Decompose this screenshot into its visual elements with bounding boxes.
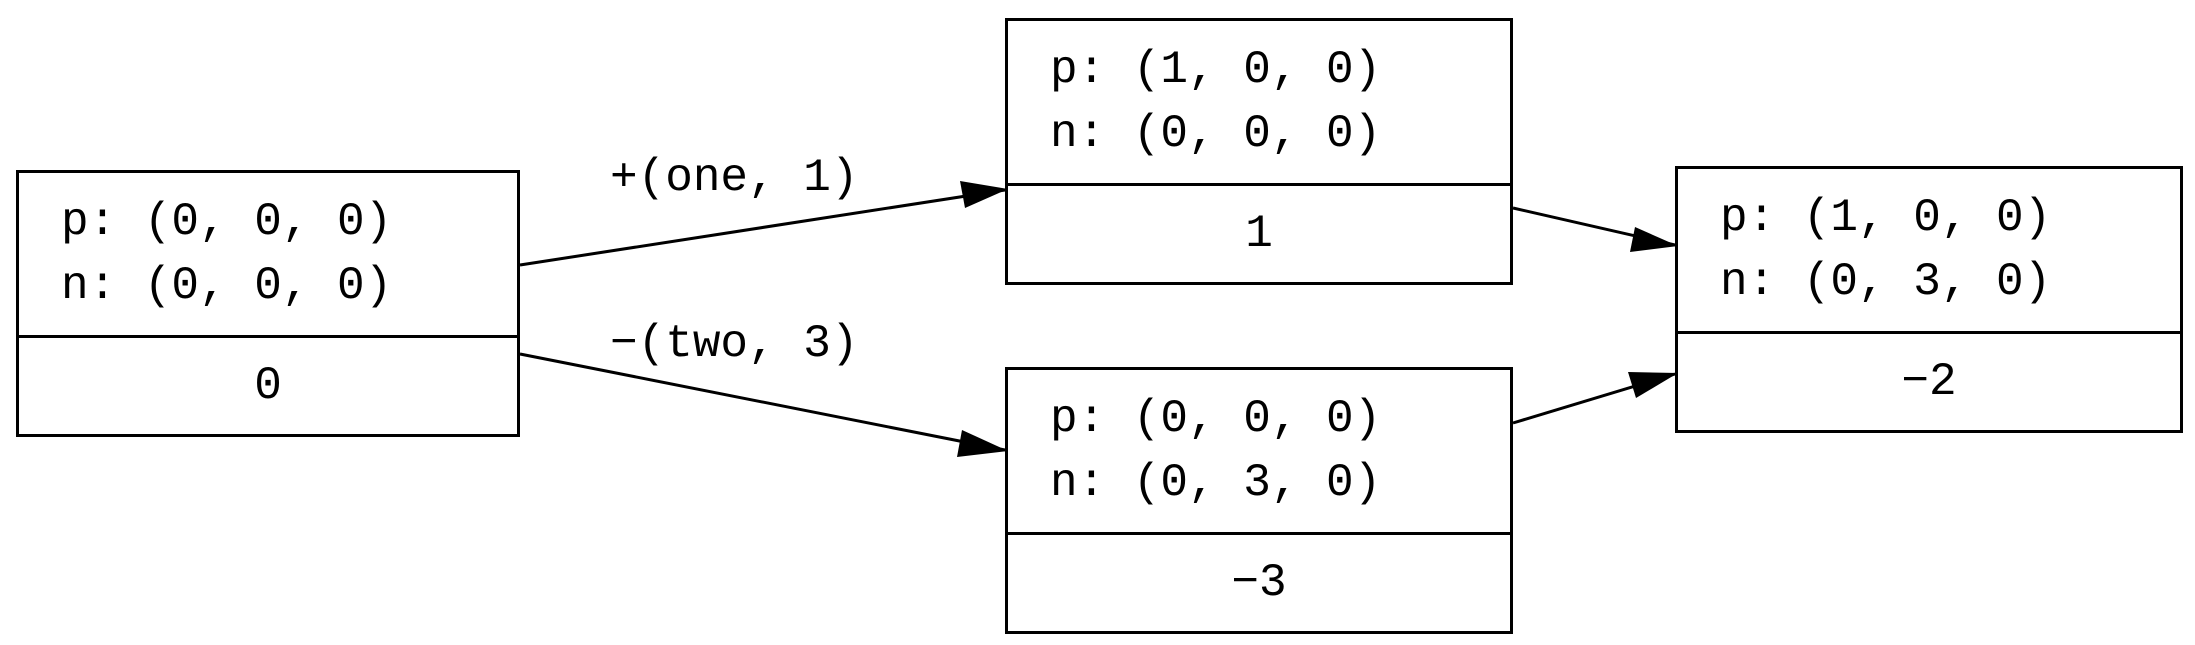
node-upper-header: p: (1, 0, 0) n: (0, 0, 0): [1008, 21, 1510, 186]
node-result-n: n: (0, 3, 0): [1720, 256, 2052, 308]
node-upper: p: (1, 0, 0) n: (0, 0, 0) 1: [1005, 18, 1513, 285]
node-root-p: p: (0, 0, 0): [61, 196, 393, 248]
node-lower-n: n: (0, 3, 0): [1050, 457, 1382, 509]
node-upper-n: n: (0, 0, 0): [1050, 108, 1382, 160]
edge-root-to-upper: [519, 188, 1006, 267]
arrowhead-root-to-lower: [957, 430, 1008, 457]
node-lower-p: p: (0, 0, 0): [1050, 393, 1382, 445]
edge-label-root-to-lower: −(two, 3): [610, 318, 859, 370]
arrowhead-root-to-upper: [960, 181, 1008, 208]
node-upper-p: p: (1, 0, 0): [1050, 44, 1382, 96]
node-result-header: p: (1, 0, 0) n: (0, 3, 0): [1678, 169, 2180, 334]
node-root-n: n: (0, 0, 0): [61, 260, 393, 312]
arrowhead-lower-to-result: [1628, 372, 1678, 398]
node-root: p: (0, 0, 0) n: (0, 0, 0) 0: [16, 170, 520, 437]
edge-label-root-to-upper: +(one, 1): [610, 152, 859, 204]
node-lower-header: p: (0, 0, 0) n: (0, 3, 0): [1008, 370, 1510, 535]
node-root-header: p: (0, 0, 0) n: (0, 0, 0): [19, 173, 517, 338]
node-result-value: −2: [1901, 356, 1957, 408]
arrowhead-upper-to-result: [1630, 227, 1678, 252]
node-result: p: (1, 0, 0) n: (0, 3, 0) −2: [1675, 166, 2183, 433]
node-upper-value: 1: [1245, 208, 1273, 260]
node-result-p: p: (1, 0, 0): [1720, 192, 2052, 244]
node-lower-value: −3: [1231, 557, 1287, 609]
node-lower: p: (0, 0, 0) n: (0, 3, 0) −3: [1005, 367, 1513, 634]
edge-root-to-lower: [519, 352, 1006, 452]
node-root-value: 0: [254, 360, 282, 412]
